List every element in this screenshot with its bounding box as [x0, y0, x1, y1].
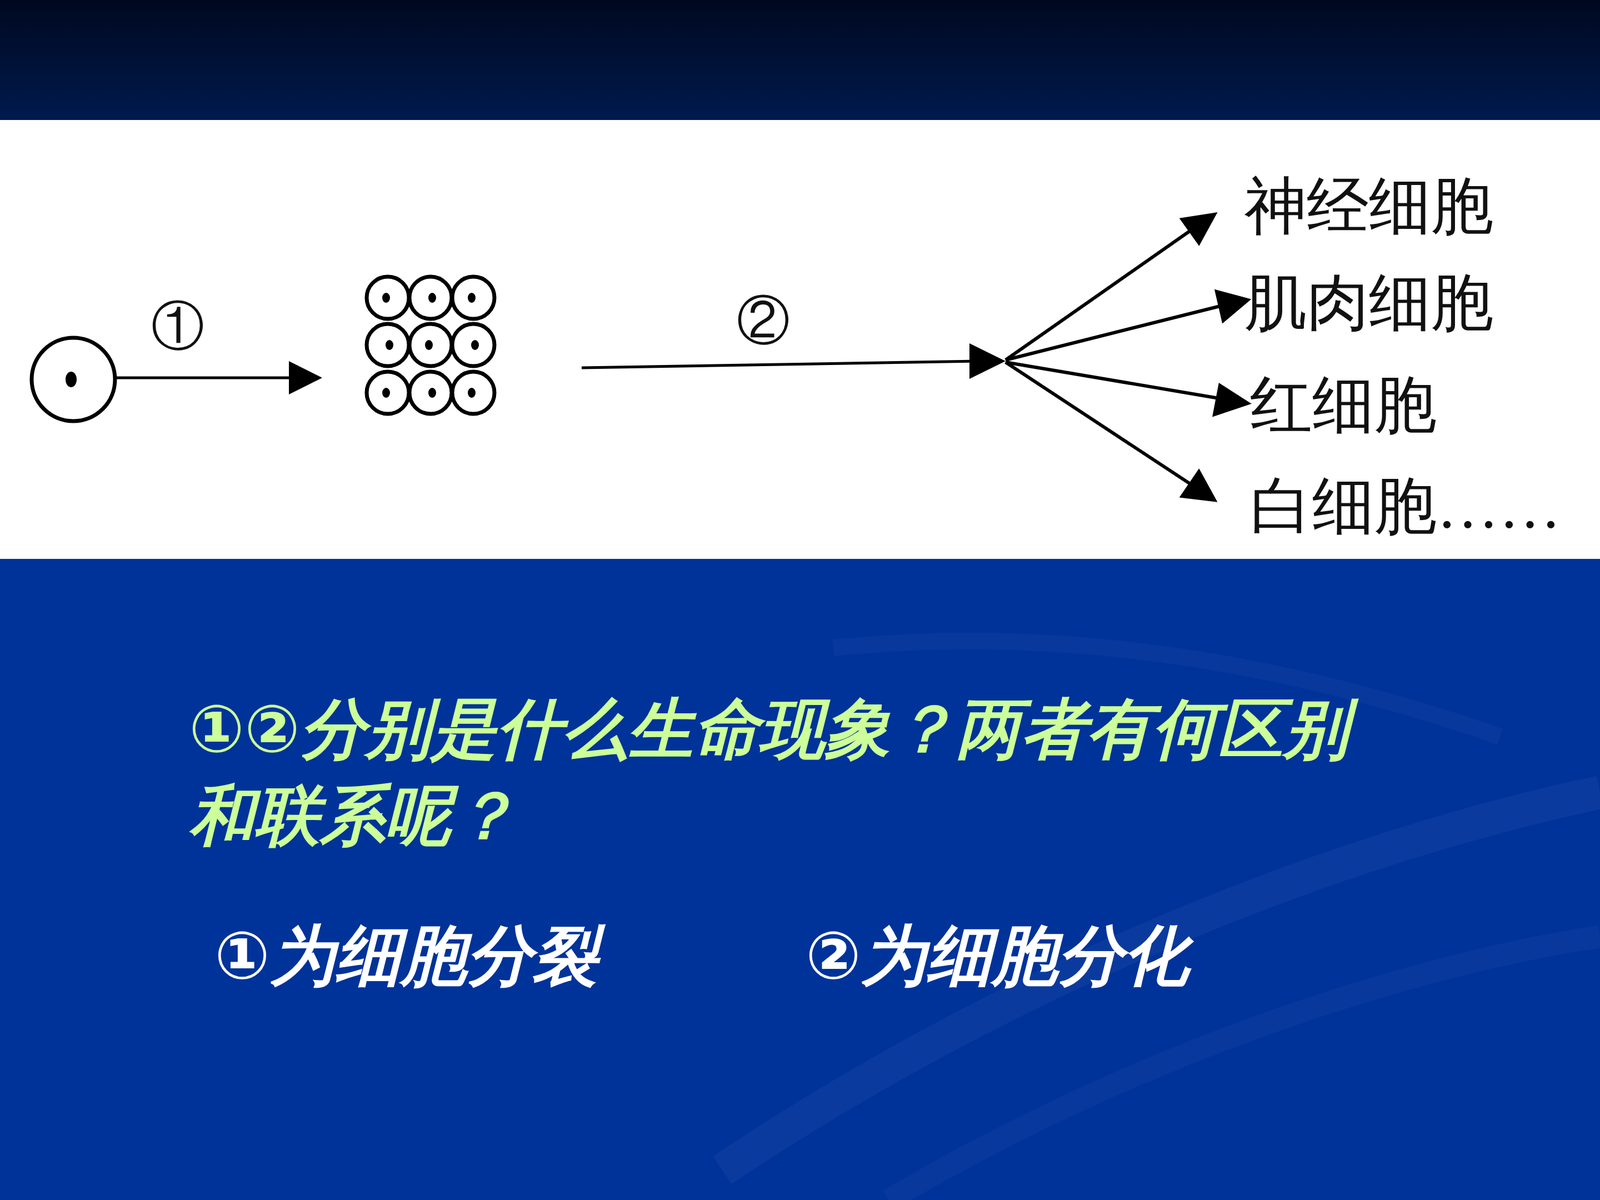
- cell-group: [366, 276, 495, 414]
- cell-nucleus: [428, 387, 437, 398]
- title-bar: [0, 0, 1600, 120]
- cell-circle: [452, 276, 495, 319]
- arrow-differentiation: [581, 343, 1006, 379]
- cell-nucleus: [467, 292, 476, 303]
- answer-text: ②为细胞分化: [805, 916, 1189, 996]
- arrow-fan: [1005, 214, 1248, 500]
- answer-text: ①为细胞分裂: [214, 916, 598, 996]
- cell-circle: [452, 323, 495, 367]
- cell-nucleus: [425, 340, 433, 350]
- cell-type-label: 肌肉细胞: [1244, 268, 1494, 338]
- cell-type-label: 红细胞: [1250, 371, 1437, 440]
- background-swirl: [0, 558, 1600, 1200]
- cell-nucleus: [385, 340, 394, 350]
- question-text: ①②分别是什么生命现象？两者有何区别和联系呢？: [188, 686, 1412, 860]
- cell-type-label: 神经细胞: [1244, 172, 1494, 241]
- cell-nucleus: [382, 292, 390, 303]
- cell-nucleus: [382, 387, 390, 398]
- cell-circle: [452, 371, 495, 414]
- cell-circle: [366, 276, 409, 319]
- step-number: ①: [151, 300, 205, 354]
- cell-circle: [366, 371, 409, 414]
- step-number: ②: [736, 294, 790, 348]
- cell-type-label: 白细胞……: [1250, 472, 1562, 541]
- single-cell: [31, 337, 115, 422]
- cell-circle: [409, 276, 452, 319]
- cell-circle: [366, 323, 409, 367]
- cell-nucleus: [467, 387, 476, 398]
- cell-circle: [409, 323, 452, 367]
- arrow-division: [115, 361, 323, 395]
- cell-nucleus: [471, 340, 479, 350]
- cell-circle: [409, 371, 452, 414]
- cell-nucleus: [428, 292, 437, 303]
